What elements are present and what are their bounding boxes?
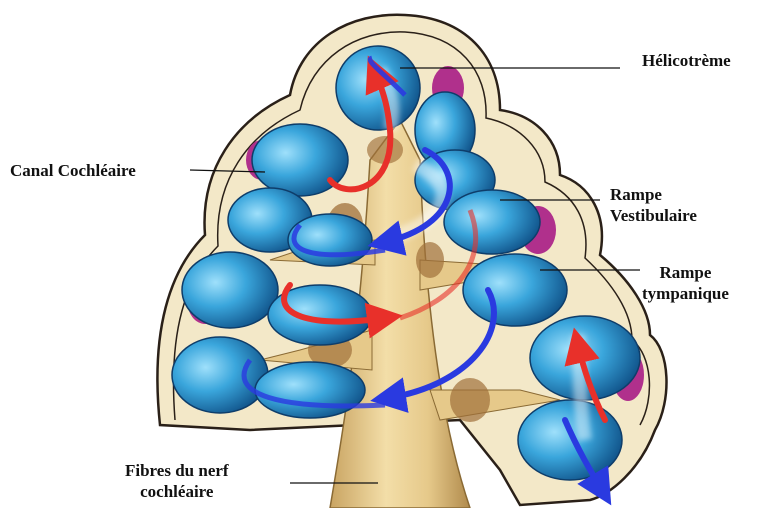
label-fibres-line1: Fibres du nerf [125, 460, 229, 481]
scala-lower-left-1 [182, 252, 278, 328]
label-rampe-vestibulaire-line1: Rampe [610, 184, 697, 205]
scala-base-left-1 [172, 337, 268, 413]
scala-tympani-right [463, 254, 567, 326]
label-fibres-nerf-cochleaire: Fibres du nerf cochléaire [125, 460, 229, 502]
scala-apex-left [336, 46, 420, 130]
label-fibres-line2: cochléaire [125, 481, 229, 502]
spongy-bone-3 [450, 378, 490, 422]
label-rampe-tympanique-line1: Rampe [642, 262, 729, 283]
label-helicotreme: Hélicotrème [642, 50, 731, 71]
label-rampe-tympanique: Rampe tympanique [642, 262, 729, 304]
scala-base-left-2 [255, 362, 365, 418]
scala-mid-left-lower [288, 214, 372, 266]
label-canal-cochleaire: Canal Cochléaire [10, 160, 136, 181]
label-rampe-tympanique-line2: tympanique [642, 283, 729, 304]
label-rampe-vestibulaire-line2: Vestibulaire [610, 205, 697, 226]
spongy-bone-4 [416, 242, 444, 278]
label-rampe-vestibulaire: Rampe Vestibulaire [610, 184, 697, 226]
scala-base-right-lower [518, 400, 622, 480]
